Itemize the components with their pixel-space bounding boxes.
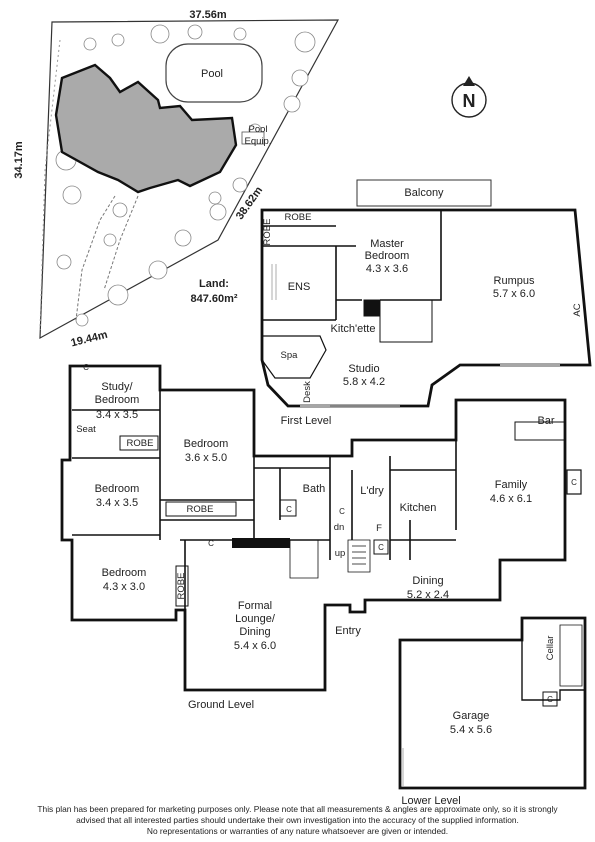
seat-label: Seat xyxy=(76,424,96,435)
dn-label: dn xyxy=(334,522,345,533)
c-label-4: C xyxy=(339,507,345,516)
balcony-label: Balcony xyxy=(404,187,444,199)
bar-label: Bar xyxy=(537,415,554,427)
ensuite-label: ENS xyxy=(288,281,311,293)
bedroom-1-robe-label: ROBE xyxy=(187,504,214,515)
lower-level-title: Lower Level xyxy=(401,795,460,807)
rumpus-label: Rumpus xyxy=(494,275,535,287)
disclaimer-line-1: This plan has been prepared for marketin… xyxy=(37,804,558,814)
pool-shape xyxy=(165,43,263,103)
land-label: Land: xyxy=(199,278,229,290)
lounge-size: 5.4 x 6.0 xyxy=(234,640,276,652)
pool-label: Pool xyxy=(201,68,223,80)
site-dim-left: 34.17m xyxy=(13,141,25,179)
bedroom-2-size: 3.4 x 3.5 xyxy=(96,497,138,509)
c-label-1: C xyxy=(83,363,89,372)
cellar-label: Cellar xyxy=(545,636,556,661)
disclaimer-line-2: advised that all interested parties shou… xyxy=(76,815,519,825)
dining-size: 5.2 x 2.4 xyxy=(407,589,449,601)
ground-level-plan xyxy=(60,364,582,692)
up-label: up xyxy=(335,548,346,559)
study-label-2: Bedroom xyxy=(95,394,140,406)
site-plan: Pool Pool Equip. 37.56m 34.17m 38.62m 19… xyxy=(13,9,340,350)
bedroom-3-size: 4.3 x 3.0 xyxy=(103,581,145,593)
bedroom-3-robe-label: ROBE xyxy=(176,573,187,600)
lounge-label-3: Dining xyxy=(239,626,270,638)
bedroom-1-size: 3.6 x 5.0 xyxy=(185,452,227,464)
north-label: N xyxy=(463,91,476,111)
site-dim-top: 37.56m xyxy=(189,9,227,21)
master-bedroom-label-1: Master xyxy=(370,238,404,250)
first-level-title: First Level xyxy=(281,415,332,427)
bedroom-1-label: Bedroom xyxy=(184,438,229,450)
laundry-label: L'dry xyxy=(360,485,384,497)
disclaimer: This plan has been prepared for marketin… xyxy=(0,804,595,837)
study-label-1: Study/ xyxy=(101,381,133,393)
garage-size: 5.4 x 5.6 xyxy=(450,724,492,736)
lounge-label-1: Formal xyxy=(238,600,272,612)
master-bedroom-label-2: Bedroom xyxy=(365,250,410,262)
kitchette-label: Kitch'ette xyxy=(331,323,376,335)
spa-label: Spa xyxy=(281,350,299,361)
north-compass: N xyxy=(451,76,487,118)
dining-label: Dining xyxy=(412,575,443,587)
first-level-plan xyxy=(260,179,592,408)
house-footprint xyxy=(54,63,238,194)
fl-robe-label: ROBE xyxy=(285,212,312,223)
disclaimer-line-3: No representations or warranties of any … xyxy=(146,826,449,836)
c-label-2: C xyxy=(286,505,292,514)
fl-robe-label-vertical: ROBE xyxy=(262,219,273,246)
ground-level-title: Ground Level xyxy=(188,699,254,711)
rumpus-size: 5.7 x 6.0 xyxy=(493,288,535,300)
bath-label: Bath xyxy=(303,483,326,495)
bedroom-3-label: Bedroom xyxy=(102,567,147,579)
pool-equip-label-1: Pool xyxy=(248,124,267,135)
garage-label: Garage xyxy=(453,710,490,722)
c-label-6: C xyxy=(571,478,577,487)
lower-c-label: C xyxy=(547,695,553,704)
land-value: 847.60m² xyxy=(190,293,237,305)
lower-level-plan xyxy=(398,616,587,790)
kitchen-label: Kitchen xyxy=(400,502,437,514)
study-size: 3.4 x 3.5 xyxy=(96,409,138,421)
studio-label: Studio xyxy=(348,363,379,375)
desk-label: Desk xyxy=(302,381,313,403)
studio-size: 5.8 x 4.2 xyxy=(343,376,385,388)
site-dim-bottom: 19.44m xyxy=(70,329,109,350)
entry-label: Entry xyxy=(335,625,361,637)
study-robe-label: ROBE xyxy=(127,438,154,449)
bedroom-2-label: Bedroom xyxy=(95,483,140,495)
master-bedroom-size: 4.3 x 3.6 xyxy=(366,263,408,275)
pool-equip-label-2: Equip. xyxy=(245,136,272,147)
f-label: F xyxy=(376,523,382,534)
c-label-5: C xyxy=(378,543,384,552)
lounge-label-2: Lounge/ xyxy=(235,613,276,625)
ac-label: AC xyxy=(572,303,583,316)
c-label-3: C xyxy=(208,539,214,548)
family-label: Family xyxy=(495,479,528,491)
family-size: 4.6 x 6.1 xyxy=(490,493,532,505)
